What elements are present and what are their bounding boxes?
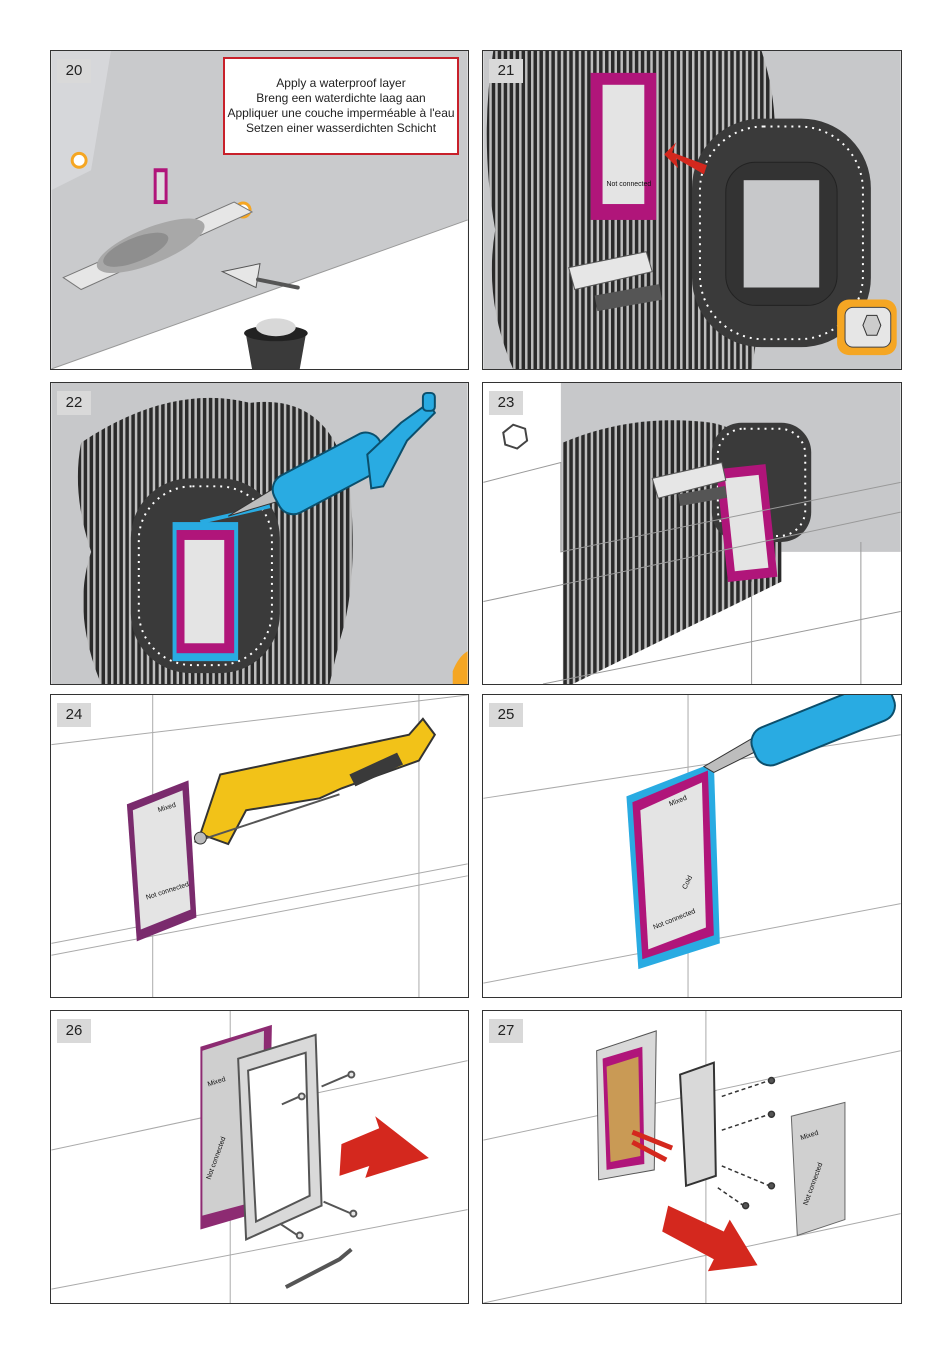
plate-label-not-connected: Not connected: [607, 181, 652, 188]
step-number: 20: [57, 59, 91, 83]
notice-line-german: Setzen einer wasserdichten Schicht: [246, 121, 436, 136]
step-26-illustration: Not connected Mixed: [51, 1011, 468, 1303]
step-27-illustration: Not connected Mixed: [483, 1011, 901, 1303]
step-number: 22: [57, 391, 91, 415]
step-21-panel: Not connected 21: [482, 50, 902, 370]
step-26-panel: Not connected Mixed 26: [50, 1010, 469, 1304]
step-25-illustration: Not connected Mixed Cold: [483, 695, 901, 997]
step-number: 24: [57, 703, 91, 727]
waterproof-notice: Apply a waterproof layer Breng een water…: [223, 57, 459, 155]
step-25-panel: Not connected Mixed Cold 25: [482, 694, 902, 998]
step-number: 21: [489, 59, 523, 83]
step-20-panel: 20 Apply a waterproof layer Breng een wa…: [50, 50, 469, 370]
step-27-panel: Not connected Mixed 27: [482, 1010, 902, 1304]
notice-line-french: Appliquer une couche imperméable à l'eau: [227, 106, 454, 121]
notice-line-english: Apply a waterproof layer: [276, 76, 405, 91]
notice-line-dutch: Breng een waterdichte laag aan: [256, 91, 425, 106]
step-number: 23: [489, 391, 523, 415]
step-number: 25: [489, 703, 523, 727]
step-21-illustration: Not connected: [483, 51, 901, 369]
step-number: 26: [57, 1019, 91, 1043]
step-22-panel: 22: [50, 382, 469, 685]
step-number: 27: [489, 1019, 523, 1043]
step-24-illustration: Not connected Mixed: [51, 695, 468, 997]
step-24-panel: Not connected Mixed 24: [50, 694, 469, 998]
step-22-illustration: [51, 383, 468, 684]
step-23-illustration: [483, 383, 901, 684]
step-23-panel: 23: [482, 382, 902, 685]
